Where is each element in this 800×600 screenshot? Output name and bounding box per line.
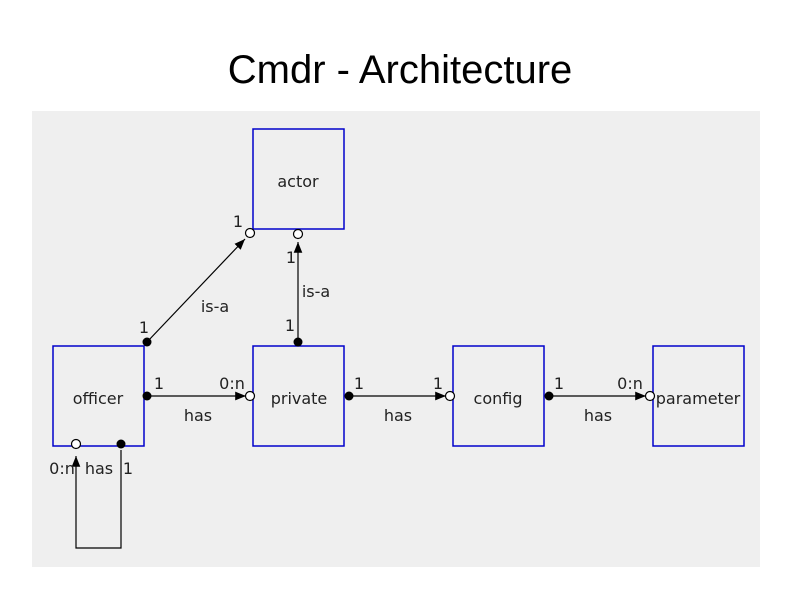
relation-officer-private: has 1 0:n [142,374,256,425]
svg-text:1: 1 [285,316,295,335]
svg-text:1: 1 [433,374,443,393]
svg-text:has: has [384,406,412,425]
entity-label: officer [73,389,124,408]
svg-text:1: 1 [233,212,243,231]
entity-private: private [252,345,345,447]
entity-label: config [474,389,523,408]
svg-text:has: has [184,406,212,425]
entity-label: private [271,389,328,408]
svg-text:1: 1 [123,459,133,478]
relation-officer-actor: is-a 1 1 [139,212,256,347]
entity-officer: officer [52,345,145,447]
relation-private-config: has 1 1 [344,374,456,425]
svg-text:0:n: 0:n [219,374,245,393]
relation-private-actor: is-a 1 1 [285,228,330,347]
svg-text:1: 1 [354,374,364,393]
svg-text:1: 1 [139,318,149,337]
svg-text:is-a: is-a [201,297,229,316]
entity-parameter: parameter [652,345,745,447]
svg-text:1: 1 [286,248,296,267]
svg-text:has: has [85,459,113,478]
relation-officer-self: has 0:n 1 [49,438,133,549]
svg-text:0:n: 0:n [49,459,75,478]
svg-text:has: has [584,406,612,425]
entity-label: actor [277,172,319,191]
relation-config-parameter: has 1 0:n [544,374,656,425]
entity-label: parameter [656,389,741,408]
svg-text:0:n: 0:n [617,374,643,393]
architecture-diagram: actor officer private config parameter i… [49,128,745,549]
svg-text:1: 1 [154,374,164,393]
svg-text:is-a: is-a [302,282,330,301]
entity-config: config [452,345,545,447]
page-title: Cmdr - Architecture [227,48,573,92]
svg-text:1: 1 [554,374,564,393]
entity-actor: actor [252,128,345,230]
diagram-canvas: actor officer private config parameter i… [32,111,760,567]
